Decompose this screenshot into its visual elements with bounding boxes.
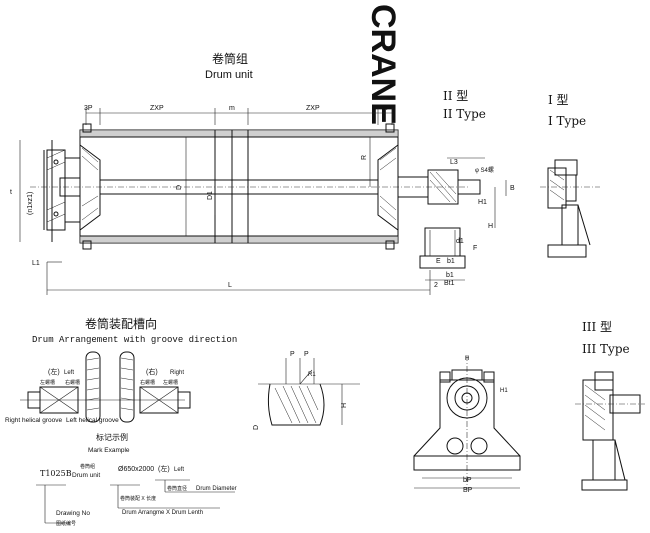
type1-view	[540, 159, 600, 258]
type3-view	[575, 371, 645, 491]
dim-l1: L1	[32, 260, 40, 267]
arr-right-mark-en: Right	[170, 370, 184, 376]
arr-small-cn-3: 右螺槽	[140, 379, 155, 386]
drum-unit-title-en: Drum unit	[205, 69, 253, 81]
drum-unit-title-cn: 卷筒组	[212, 51, 248, 66]
bearing-h1: H1	[500, 388, 508, 394]
mark-cn-a: 卷筒直径	[167, 485, 187, 492]
type1-en: I Type	[548, 114, 586, 128]
mark-cn-b: 卷筒装配 X 长度	[120, 495, 156, 502]
arr-small-cn-1: 左螺槽	[40, 379, 55, 386]
dim-d1: D1	[207, 191, 214, 200]
type3-en: III Type	[582, 342, 630, 356]
watermark-text: CRANE	[364, 4, 402, 125]
mark-left-en: Left	[174, 467, 184, 473]
arrangement-title-en: Drum Arrangement with groove direction	[32, 335, 237, 345]
dim-zxp-left: ZXP	[150, 105, 164, 112]
dim-f: F	[473, 245, 477, 252]
dim-d1-small: d1	[456, 238, 464, 245]
dim-bt1: Bt1	[444, 280, 455, 287]
dim-r: R	[361, 155, 368, 160]
mark-unit-cn: 卷筒组	[80, 463, 95, 470]
mark-title-en: Mark Example	[88, 447, 130, 454]
mark-example: 标记示例 Mark Example T1025B 卷筒组 Drum unit Ø…	[36, 432, 237, 527]
dim-d: D	[176, 185, 183, 190]
mark-drawing-no: Drawing No	[56, 510, 90, 517]
dim-3p-right: 3P	[382, 105, 391, 112]
mark-left-cn: (左)	[158, 464, 170, 473]
dim-b1-2: b1	[446, 272, 454, 279]
type3-cn: III 型	[582, 320, 612, 334]
dim-3p-left: 3P	[84, 105, 93, 112]
dim-phi-s: φ S4螺	[475, 166, 494, 174]
dim-h1: H1	[478, 199, 487, 206]
dim-e: E	[436, 258, 441, 265]
left-helical-label: Left helical groove	[66, 417, 119, 424]
dim-b1: b1	[447, 258, 455, 265]
arr-left-mark: (左)	[48, 367, 60, 376]
mark-drum-diameter: Drum Diameter	[196, 486, 237, 492]
bearing-bp: bP	[463, 477, 472, 484]
arr-right-mark: (右)	[146, 367, 158, 376]
arr-left-mark-en: Left	[64, 370, 74, 376]
type2-en: II Type	[443, 107, 486, 121]
dim-zxp-right: ZXP	[306, 105, 320, 112]
mark-title-cn: 标记示例	[96, 432, 128, 442]
dim-l: L	[228, 282, 232, 289]
type2-cn: II 型	[443, 89, 468, 103]
type-labels: II 型 II Type I 型 I Type III 型 III Type	[443, 89, 630, 356]
drum-unit-view: 卷筒组 Drum unit 3P ZXP m ZXP 3P	[10, 51, 515, 295]
arr-small-cn-4: 左螺槽	[163, 379, 178, 386]
dim-n1z1: (n1xz1)	[27, 192, 34, 215]
groove-d: D	[253, 425, 260, 430]
dim-t: t	[10, 189, 12, 196]
dim-two: 2	[434, 282, 438, 289]
bearing-h: H	[465, 356, 469, 362]
dim-l3: L3	[450, 159, 458, 166]
mark-arrange-len: Drum Arrangme X Drum Lenth	[122, 510, 203, 516]
groove-detail: P P R1 H D	[253, 351, 360, 430]
type1-cn: I 型	[548, 93, 569, 107]
groove-p2: P	[304, 351, 309, 358]
right-helical-label: Right helical groove	[5, 417, 62, 424]
dim-m: m	[229, 105, 235, 112]
groove-h: H	[341, 403, 348, 408]
mark-code: T1025B	[40, 469, 72, 478]
groove-r1: R1	[308, 372, 316, 378]
dim-b: B	[510, 185, 515, 192]
mark-unit-en: Drum unit	[72, 472, 100, 479]
mark-size: Ø650x2000	[118, 466, 154, 473]
arrangement-view: 卷筒装配槽向 Drum Arrangement with groove dire…	[5, 316, 237, 424]
groove-p1: P	[290, 351, 295, 358]
dim-h: H	[488, 223, 493, 230]
bearing-bp2: BP	[463, 487, 473, 494]
bearing-seat-view: H1 H bP BP	[413, 355, 521, 494]
mark-cn-c: 图纸编号	[56, 520, 76, 527]
arrangement-title-cn: 卷筒装配槽向	[85, 316, 157, 331]
arr-small-cn-2: 右螺槽	[65, 379, 80, 386]
